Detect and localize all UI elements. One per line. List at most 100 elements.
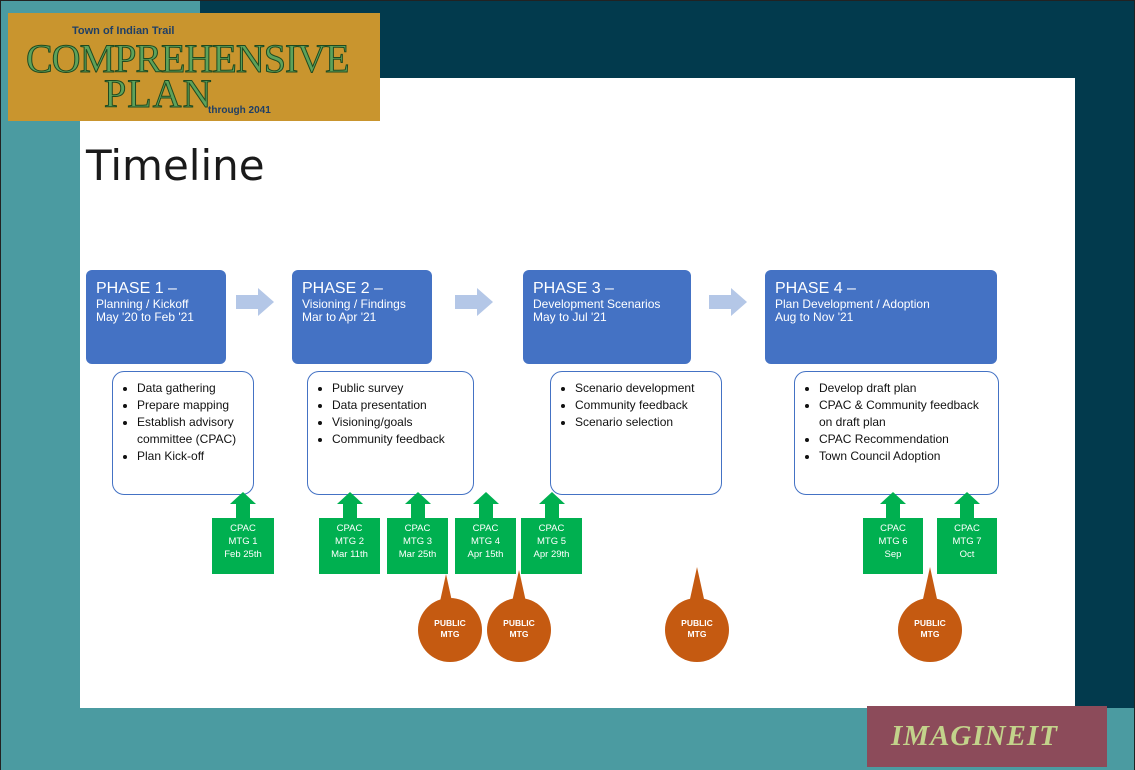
phase-3-box: PHASE 3 – Development Scenarios May to J… xyxy=(523,270,691,364)
cpac-meeting-box: CPAC MTG 4 Apr 15th xyxy=(455,518,516,574)
cpac-meeting-date: Sep xyxy=(884,549,902,560)
phase-arrow-3-icon xyxy=(709,288,747,316)
task-item: Scenario development xyxy=(575,380,713,397)
phase-1-box: PHASE 1 – Planning / Kickoff May '20 to … xyxy=(86,270,226,364)
task-item: Develop draft plan xyxy=(819,380,990,397)
cpac-meeting-date: Apr 29th xyxy=(533,549,570,560)
task-item: Data gathering xyxy=(137,380,245,397)
public-meeting-3: PUBLIC MTG xyxy=(665,598,729,662)
phase-4-title: PHASE 4 – xyxy=(775,280,856,297)
up-arrow-icon xyxy=(472,492,499,504)
logo-through-text: through 2041 xyxy=(208,105,271,116)
public-meeting-4: PUBLIC MTG xyxy=(898,598,962,662)
phase-3-name: Development Scenarios xyxy=(533,297,661,311)
cpac-meeting-number: MTG 7 xyxy=(952,536,982,547)
arrow-stem xyxy=(236,504,250,518)
cpac-meeting-box: CPAC MTG 1 Feb 25th xyxy=(212,518,274,574)
comprehensive-plan-logo: Town of Indian Trail COMPREHENSIVE PLAN … xyxy=(8,13,380,121)
task-item: Data presentation xyxy=(332,397,465,414)
phase-2-title: PHASE 2 – xyxy=(302,280,383,297)
public-label: PUBLIC xyxy=(503,618,535,628)
phase-4-tasks: Develop draft plan CPAC & Community feed… xyxy=(794,371,999,495)
arrow-stem xyxy=(342,504,357,518)
public-meeting-2-pointer xyxy=(512,570,526,602)
public-mtg-label: MTG xyxy=(440,629,460,639)
logo-plan-text: PLAN xyxy=(103,71,213,116)
cpac-meeting-7: CPAC MTG 7 Oct xyxy=(937,492,997,574)
public-meeting-1: PUBLIC MTG xyxy=(418,598,482,662)
cpac-label: CPAC xyxy=(538,523,565,534)
phase-4-dates: Aug to Nov '21 xyxy=(775,310,854,324)
cpac-label: CPAC xyxy=(954,523,980,534)
cpac-label: CPAC xyxy=(336,523,363,534)
public-mtg-label: MTG xyxy=(687,629,707,639)
phase-2-dates: Mar to Apr '21 xyxy=(302,310,377,324)
arrow-stem xyxy=(886,504,900,518)
cpac-meeting-2: CPAC MTG 2 Mar 11th xyxy=(319,492,380,574)
cpac-meeting-number: MTG 6 xyxy=(878,536,908,547)
cpac-meeting-3: CPAC MTG 3 Mar 25th xyxy=(387,492,448,574)
cpac-meeting-date: Oct xyxy=(959,549,975,560)
cpac-meeting-date: Apr 15th xyxy=(467,549,504,560)
cpac-meeting-number: MTG 3 xyxy=(402,536,433,547)
task-item: Public survey xyxy=(332,380,465,397)
public-label: PUBLIC xyxy=(914,618,946,628)
up-arrow-icon xyxy=(404,492,431,504)
public-label: PUBLIC xyxy=(681,618,713,628)
up-arrow-icon xyxy=(336,492,363,504)
cpac-meeting-box: CPAC MTG 3 Mar 25th xyxy=(387,518,448,574)
task-item: Scenario selection xyxy=(575,414,713,431)
cpac-label: CPAC xyxy=(472,523,499,534)
cpac-meeting-4: CPAC MTG 4 Apr 15th xyxy=(455,492,516,574)
cpac-meeting-date: Feb 25th xyxy=(224,549,262,560)
cpac-meeting-date: Mar 11th xyxy=(331,549,368,560)
task-item: Establish advisory committee (CPAC) xyxy=(137,414,245,448)
page-title: Timeline xyxy=(86,141,265,190)
phase-1-dates: May '20 to Feb '21 xyxy=(96,310,194,324)
arrow-stem xyxy=(960,504,974,518)
up-arrow-icon xyxy=(954,492,980,504)
border-left xyxy=(0,0,1,770)
logo-town-text: Town of Indian Trail xyxy=(72,25,175,37)
public-meeting-2: PUBLIC MTG xyxy=(487,598,551,662)
phase-arrow-1-icon xyxy=(236,288,274,316)
cpac-meeting-number: MTG 5 xyxy=(536,536,567,547)
public-label: PUBLIC xyxy=(434,618,466,628)
up-arrow-icon xyxy=(538,492,565,504)
public-mtg-label: MTG xyxy=(920,629,940,639)
border-top xyxy=(0,0,1135,1)
cpac-meeting-number: MTG 1 xyxy=(228,536,258,547)
cpac-meeting-box: CPAC MTG 6 Sep xyxy=(863,518,923,574)
phase-1-tasks: Data gathering Prepare mapping Establish… xyxy=(112,371,254,495)
cpac-meeting-box: CPAC MTG 2 Mar 11th xyxy=(319,518,380,574)
cpac-meeting-date: Mar 25th xyxy=(398,549,437,560)
task-item: Community feedback xyxy=(332,431,465,448)
background-dark-right xyxy=(1075,0,1135,770)
phase-2-tasks: Public survey Data presentation Visionin… xyxy=(307,371,474,495)
phase-4-name: Plan Development / Adoption xyxy=(775,297,930,311)
public-meeting-4-pointer xyxy=(923,567,937,599)
arrow-stem xyxy=(478,504,493,518)
cpac-meeting-number: MTG 4 xyxy=(470,536,501,547)
up-arrow-icon xyxy=(230,492,256,504)
phase-4-box: PHASE 4 – Plan Development / Adoption Au… xyxy=(765,270,997,364)
task-item: CPAC Recommendation xyxy=(819,431,990,448)
phase-3-title: PHASE 3 – xyxy=(533,280,614,297)
phase-1-name: Planning / Kickoff xyxy=(96,297,189,311)
cpac-meeting-box: CPAC MTG 7 Oct xyxy=(937,518,997,574)
phase-1-title: PHASE 1 – xyxy=(96,280,177,297)
cpac-meeting-1: CPAC MTG 1 Feb 25th xyxy=(212,492,274,574)
cpac-meeting-box: CPAC MTG 5 Apr 29th xyxy=(521,518,582,574)
phase-2-name: Visioning / Findings xyxy=(302,297,406,311)
task-item: Plan Kick-off xyxy=(137,448,245,465)
cpac-label: CPAC xyxy=(404,523,431,534)
up-arrow-icon xyxy=(880,492,906,504)
phase-arrow-2-icon xyxy=(455,288,493,316)
task-item: Prepare mapping xyxy=(137,397,245,414)
arrow-stem xyxy=(544,504,559,518)
cpac-meeting-number: MTG 2 xyxy=(334,536,365,547)
phase-3-tasks: Scenario development Community feedback … xyxy=(550,371,722,495)
public-mtg-label: MTG xyxy=(509,629,529,639)
logo-comprehensive-text: COMPREHENSIVE xyxy=(26,36,351,81)
